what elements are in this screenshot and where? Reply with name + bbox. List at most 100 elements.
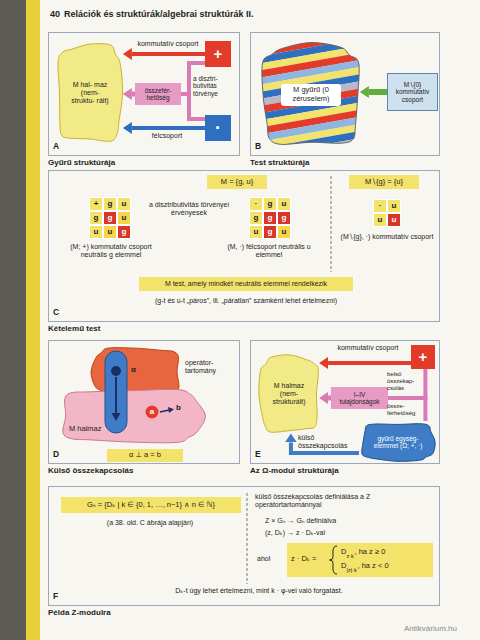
table-cell: +: [89, 197, 103, 211]
node-text: D: [341, 548, 346, 557]
stripe: [238, 124, 401, 159]
formula-box: α ⊥ a = b: [107, 449, 183, 462]
book-edge: [0, 0, 26, 640]
connector-arrow: [328, 361, 411, 365]
node-text: M = {g, u}: [221, 178, 253, 187]
compatibility-box: összefér- hetőség: [135, 83, 181, 105]
table-cell: g: [103, 211, 117, 225]
figure-panel: DKülső összekapcsolásoperátor- tartomány…: [48, 340, 240, 464]
stripe: [240, 138, 403, 173]
figure-panel: EAz Ω-modul struktúrájaM halmaz (nem- st…: [250, 340, 440, 464]
source-note: (a 38. old. C ábrája alapján): [65, 519, 235, 527]
ring-blob: M gyűrű (0 zéruselem): [259, 41, 363, 149]
operator-arrow: [115, 377, 117, 414]
set-blob: M halmaz (nem- strukturált): [257, 353, 321, 435]
structure-note: belső összekap- csolás: [387, 371, 421, 392]
table-cell: g: [263, 211, 277, 225]
table-cell: g: [277, 211, 291, 225]
node-text: M∖{0} kommutatív csoport: [391, 81, 435, 103]
ring-blob: gyűrű egység- elemmel (Ω; +, ·): [359, 421, 437, 463]
connector-arrow: [132, 126, 205, 130]
page-title: Relációk és struktúrák/algebrai struktúr…: [64, 9, 254, 19]
table-cell: g: [103, 197, 117, 211]
table-cell: u: [117, 197, 131, 211]
statement-box: M test, amely mindkét neutrális elemmel …: [139, 277, 353, 291]
table-cell: u: [89, 225, 103, 239]
dot-shape: [146, 406, 159, 419]
connector-arrow: [369, 89, 387, 95]
panel-letter: A: [53, 142, 59, 152]
connector-label: kommutatív csoport: [135, 40, 201, 48]
stripe: [239, 131, 402, 166]
figure-panel: FPélda Z-modulraGₙ = {Dₖ | k ∈ {0, 1, …,…: [48, 486, 440, 606]
node-outline: [57, 387, 207, 445]
blob-shape: [63, 389, 206, 442]
structure-note: össze- férhetőség: [387, 403, 421, 417]
connector-arrow: [181, 94, 205, 119]
book-cover-strip: [26, 0, 40, 640]
node-text: a: [150, 407, 154, 416]
blob-shape: [362, 424, 435, 462]
set-box: M∖{g} = {u}: [349, 175, 419, 189]
table-cell: ·: [373, 199, 387, 213]
panel-caption: Az Ω-modul struktúrája: [250, 466, 339, 475]
table-cell: u: [277, 197, 291, 211]
formula-text: Z × Gₙ → Gₙ definiálva: [265, 517, 435, 525]
figure-panel: AGyűrű struktúrájaM hal- maz (nem- struk…: [48, 32, 240, 156]
blob-shape: [259, 355, 319, 432]
watermark: Antikvárium.hu: [404, 624, 457, 633]
connector-label: külső összekapcsolás: [297, 434, 349, 450]
set-blob: M hal- maz (nem- struktu- rált): [55, 41, 125, 145]
set-blob: M halmaz a: [57, 387, 207, 445]
table-cell: u: [249, 225, 263, 239]
node-text: I–IV tulajdonságok: [335, 391, 385, 406]
panel-caption: Külső összekapcsolás: [48, 466, 133, 475]
panel-caption: Test struktúrája: [250, 158, 309, 167]
node-text: összefér- hetőség: [137, 87, 179, 102]
table-caption: (M; +) kommutatív csoport neutrális g el…: [59, 243, 163, 259]
operation-box: ·: [205, 115, 231, 141]
panel-caption: Kételemű test: [48, 324, 100, 333]
node-text: |z|·k: [347, 567, 357, 573]
law-note: a disztributivitás törvényei érvényesek: [137, 201, 241, 217]
operator-arrowhead: [112, 413, 121, 421]
page-number: 40: [50, 9, 60, 19]
node-text: , ha z ≥ 0: [355, 548, 386, 557]
node-text: M halmaz: [69, 425, 102, 434]
panel-letter: F: [53, 592, 58, 602]
footnote: Dₖ-t úgy lehet értelmezni, mint k · φ-ve…: [89, 587, 429, 595]
node-text: D: [341, 562, 346, 571]
panel-caption: Gyűrű struktúrája: [48, 158, 115, 167]
connector-label: félcsoport: [139, 132, 195, 140]
table-caption: (M∖{g}, ·) kommutatív csoport: [339, 233, 435, 241]
node-text: +: [419, 348, 428, 365]
formula-text: (z, Dₖ) → z · Dₖ-val: [265, 529, 435, 537]
node-text: , ha z < 0: [358, 562, 389, 571]
table-cell: g: [249, 211, 263, 225]
node-text: α ⊥ a = b: [129, 451, 161, 460]
stripe: [237, 117, 400, 152]
curly-brace: [330, 546, 338, 574]
operation-box: +: [411, 345, 435, 369]
table-cell: u: [373, 213, 387, 227]
panel-letter: E: [255, 450, 261, 460]
table-cell: u: [117, 211, 131, 225]
table-cell: g: [117, 225, 131, 239]
table-cell: u: [387, 213, 401, 227]
table-cell: u: [103, 225, 117, 239]
figure-panel: CKételemű testM = {g, u}M∖{g} = {u}M tes…: [48, 170, 440, 322]
table-cell: g: [263, 225, 277, 239]
connector-arrow: [388, 398, 425, 421]
element-dot: a: [145, 405, 159, 419]
footnote: (g-t és u-t „páros”, ill. „páratlan” szá…: [79, 297, 413, 305]
node-text: M hal- maz (nem- struktu- rált): [69, 81, 111, 105]
node-text: M∖{g} = {u}: [365, 178, 403, 187]
node-text: gyűrű egység- elemmel (Ω; +, ·): [367, 435, 429, 450]
group-box: M∖{0} kommutatív csoport: [387, 73, 438, 111]
panel-letter: C: [53, 308, 59, 318]
node-text: ·: [215, 118, 221, 139]
node-text: M test, amely mindkét neutrális elemmel …: [165, 280, 327, 288]
divider-line: [331, 176, 332, 272]
operator-capsule: [105, 351, 127, 433]
